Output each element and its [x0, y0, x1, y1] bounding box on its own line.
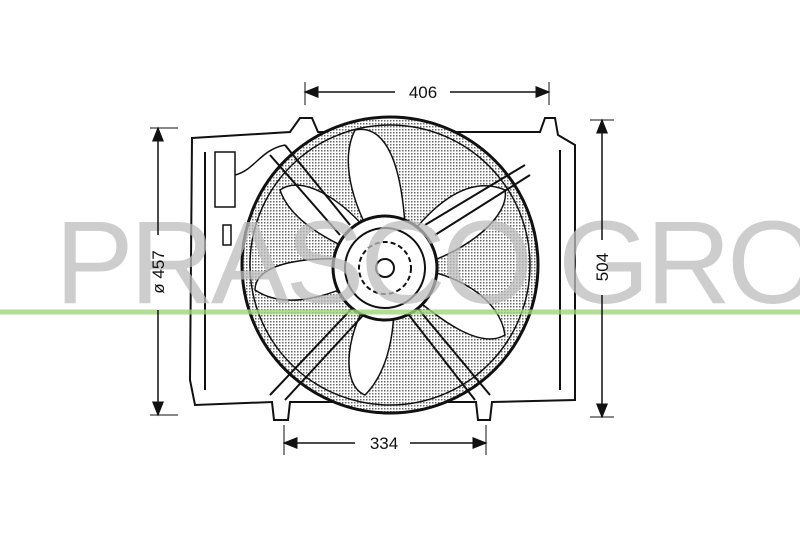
dimension-label-height: 504	[593, 253, 612, 281]
fan	[240, 115, 540, 415]
dimension-bottom: 334	[282, 425, 488, 455]
fan-struts	[269, 144, 531, 401]
dimension-right: 504	[590, 118, 614, 419]
motor-hub	[331, 214, 439, 322]
dimension-label-fan-diameter: ø 457	[149, 250, 168, 293]
dimension-left: ø 457	[149, 126, 178, 417]
electrical-connector	[214, 144, 286, 246]
dimension-label-bottom-width: 334	[370, 434, 398, 453]
dimension-label-top-width: 406	[409, 83, 437, 102]
fan-shroud	[188, 117, 576, 421]
watermark: PRASCO GROUP	[55, 197, 800, 329]
dimension-top: 406	[303, 82, 551, 105]
